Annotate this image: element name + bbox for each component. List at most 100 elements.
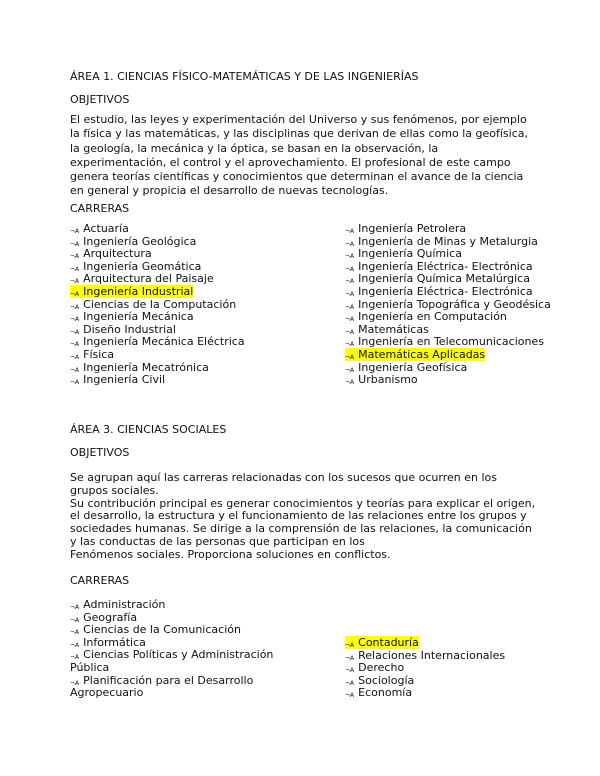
career-item: Pública [70,661,273,675]
bullet-icon: ¬A [70,366,80,374]
bullet-icon: ¬A [345,290,355,298]
career-label: Ingeniería en Telecomunicaciones [358,335,544,349]
career-label: Ingeniería Industrial [83,284,194,298]
area3-paragraph: Se agrupan aquí las carreras relacionada… [70,471,535,562]
career-label: Urbanismo [358,373,418,387]
bullet-icon: ¬A [70,604,80,611]
career-label: Relaciones Internacionales [358,648,506,662]
career-label: Ingeniería Geológica [83,234,197,248]
bullet-icon: ¬A [345,353,355,361]
bullet-icon: ¬A [345,316,355,324]
career-label: Arquitectura del Paisaje [83,272,214,286]
bullet-icon: ¬A [70,379,80,387]
paragraph-line: el desarrollo, la estructura y el funcio… [70,509,527,523]
bullet-icon: ¬A [70,316,80,324]
bullet-icon: ¬A [70,278,80,286]
career-label: Ingeniería Geomática [83,259,202,273]
career-label: Geografía [83,610,138,624]
career-label: Ingeniería Civil [83,373,166,387]
bullet-icon: ¬A [70,641,80,649]
bullet-icon: ¬A [345,303,355,311]
paragraph-line: experimentación, el control y el aprovec… [70,155,511,169]
career-label: Administración [83,598,166,611]
career-label: Ingeniería Petrolera [358,222,467,235]
career-label: Agropecuario [70,686,144,700]
career-label: Ingeniería Geofísica [358,360,468,374]
area3-objectives-heading: OBJETIVOS [70,446,130,459]
career-label: Ingeniería de Minas y Metalurgia [358,234,538,248]
career-label: Ingeniería Mecatrónica [83,360,209,374]
bullet-icon: ¬A [70,290,80,298]
bullet-icon: ¬A [345,366,355,374]
paragraph-line: y las conductas de las personas que part… [70,534,365,548]
career-label: Ingeniería Química [358,247,462,261]
paragraph-line: El estudio, las leyes y experimentación … [70,113,527,126]
career-label: Economía [358,686,413,700]
career-label: Ciencias de la Comunicación [83,623,241,637]
bullet-icon: ¬A [345,692,355,700]
paragraph-line: la geología, la mecánica y la óptica, se… [70,141,439,155]
career-label: Ingeniería Topográfica y Geodésica [358,297,551,311]
bullet-icon: ¬A [70,679,80,687]
bullet-icon: ¬A [345,642,355,649]
career-label: Ciencias de la Computación [83,297,237,311]
career-label: Matemáticas Aplicadas [358,347,486,361]
bullet-icon: ¬A [70,253,80,261]
bullet-icon: ¬A [70,341,80,349]
career-item: Agropecuario [70,686,273,700]
career-label: Sociología [358,673,415,687]
area1-careers-heading: CARRERAS [70,202,130,215]
paragraph-line: la física y las matemáticas, y las disci… [70,127,528,141]
career-label: Arquitectura [83,247,152,261]
paragraph-line: genera teorías científicas y conocimient… [70,170,524,184]
bullet-icon: ¬A [345,379,355,387]
bullet-icon: ¬A [70,629,80,637]
bullet-icon: ¬A [345,278,355,286]
paragraph-line: grupos sociales. [70,483,159,497]
career-label: Ciencias Políticas y Administración [83,648,274,662]
career-label: Ingeniería Química Metalúrgica [358,272,530,286]
bullet-icon: ¬A [345,265,355,273]
